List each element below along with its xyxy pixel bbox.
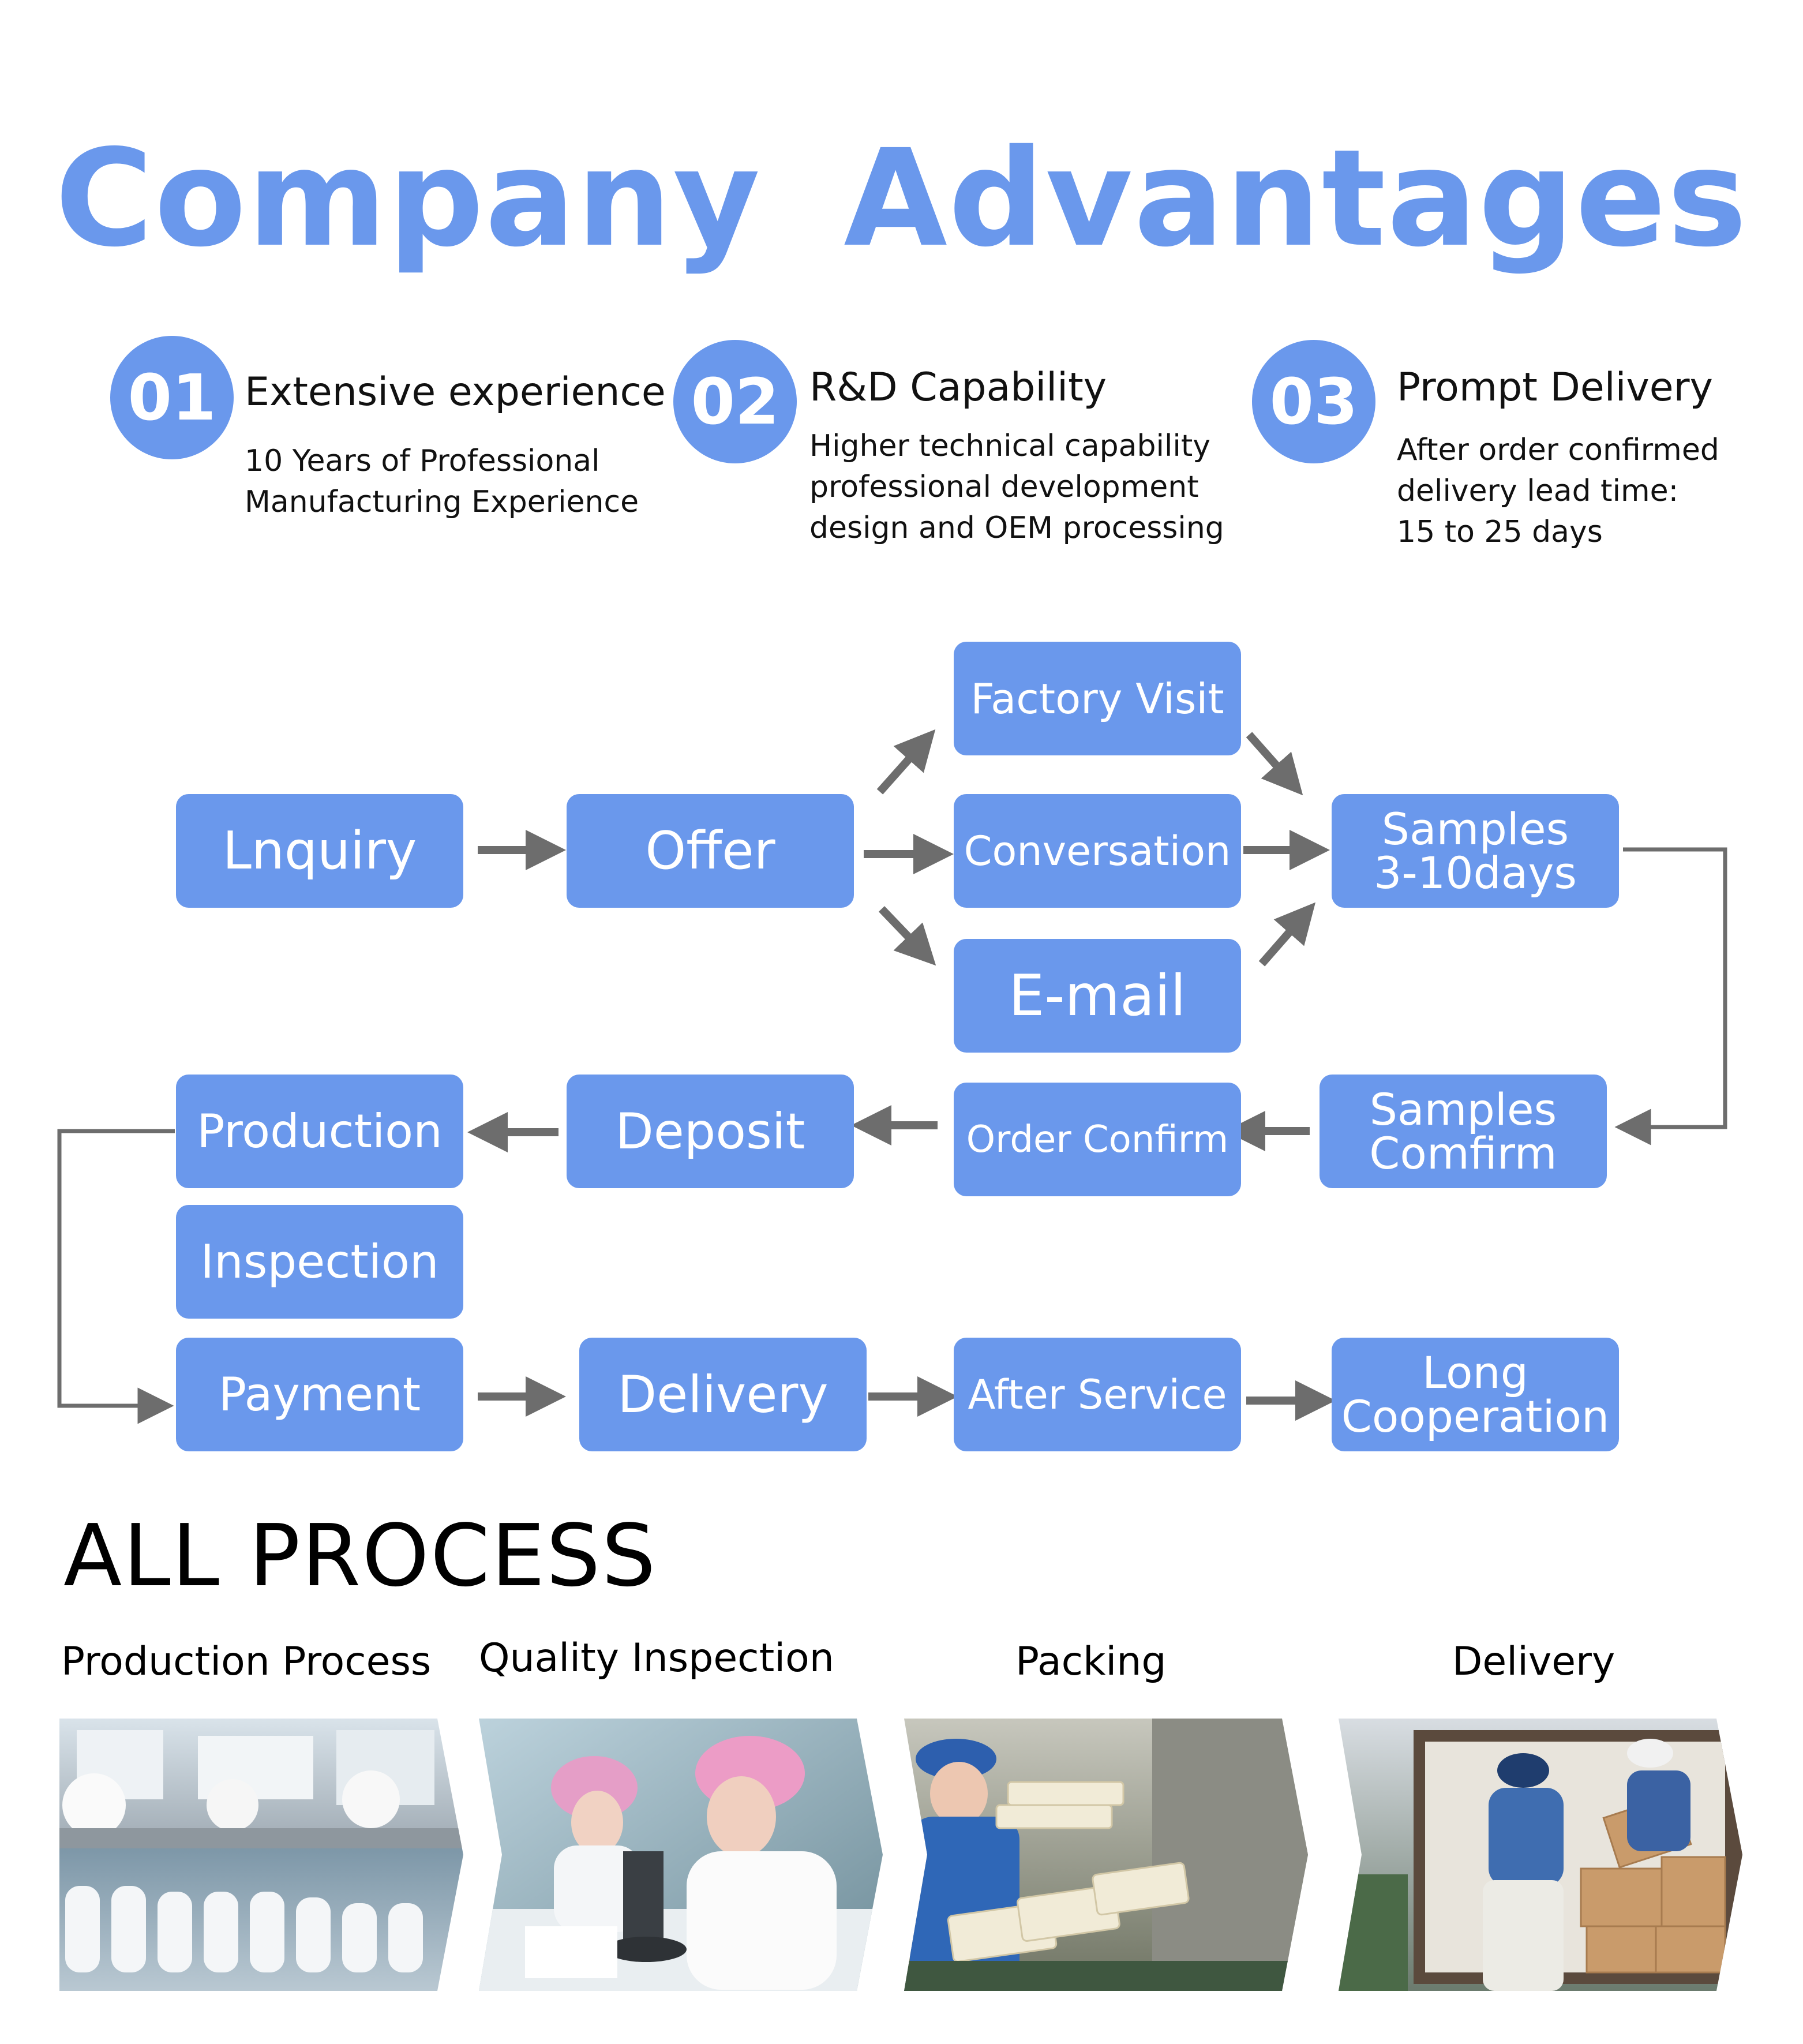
flow-step-after-service: After Service xyxy=(954,1338,1241,1451)
stage-label-delivery: Delivery xyxy=(1452,1639,1615,1684)
flow-step-email: E-mail xyxy=(954,939,1241,1053)
advantage-description-line: Manufacturing Experience xyxy=(245,485,639,519)
flow-step-label: Factory Visit xyxy=(970,674,1224,723)
page-title: Company Advantages xyxy=(55,121,1748,276)
quality-inspection-photo xyxy=(479,1719,883,1991)
stage-label-quality-inspection: Quality Inspection xyxy=(479,1635,834,1681)
all-process-heading: ALL PROCESS xyxy=(63,1506,657,1605)
stage-label-packing: Packing xyxy=(1015,1639,1167,1684)
flow-step-production: Production xyxy=(176,1075,463,1188)
flow-step-label: Offer xyxy=(645,820,775,881)
flow-step-factory-visit: Factory Visit xyxy=(954,642,1241,755)
flow-step-order-confirm: Order Confirm xyxy=(954,1083,1241,1196)
advantage-description-line: delivery lead time: xyxy=(1397,474,1679,508)
flow-arrow xyxy=(1258,902,1316,967)
flow-step-label: Cooperation xyxy=(1341,1390,1610,1442)
flow-step-label: Production xyxy=(197,1104,443,1158)
flow-step-label: After Service xyxy=(968,1371,1227,1418)
flow-step-samples: Samples 3-10days xyxy=(1332,794,1619,908)
advantage-description: 10 Years of Professional Manufacturing E… xyxy=(245,441,639,523)
flow-connector xyxy=(57,1129,175,1424)
advantage-description-line: design and OEM processing xyxy=(809,511,1224,545)
production-process-photo xyxy=(59,1719,463,1991)
flow-step-label: Long xyxy=(1422,1346,1528,1398)
stage-label-production: Production Process xyxy=(61,1639,432,1684)
advantage-number-badge: 03 xyxy=(1252,340,1375,463)
advantage-description-line: After order confirmed xyxy=(1397,433,1719,467)
flow-arrow xyxy=(1246,732,1303,796)
advantage-heading: Extensive experience xyxy=(245,369,666,415)
advantage-description-line: 10 Years of Professional xyxy=(245,444,600,478)
flow-step-label: 3-10days xyxy=(1374,847,1577,899)
flow-step-offer: Offer xyxy=(567,794,854,908)
flow-step-label: Conversation xyxy=(964,827,1231,875)
flow-step-conversation: Conversation xyxy=(954,794,1241,908)
flow-step-delivery: Delivery xyxy=(579,1338,867,1451)
flow-step-label: Comfirm xyxy=(1369,1127,1557,1179)
flow-step-inspection: Inspection xyxy=(176,1205,463,1319)
flow-step-samples-confirm: Samples Comfirm xyxy=(1320,1075,1607,1188)
advantage-description: After order confirmed delivery lead time… xyxy=(1397,430,1719,553)
advantage-description-line: Higher technical capability xyxy=(809,429,1211,463)
advantage-description-line: professional development xyxy=(809,470,1199,504)
flow-step-label: Lnquiry xyxy=(222,820,417,881)
flow-step-payment: Payment xyxy=(176,1338,463,1451)
advantage-heading: Prompt Delivery xyxy=(1397,365,1713,410)
packing-photo xyxy=(904,1719,1308,1991)
flow-step-long-cooperation: Long Cooperation xyxy=(1332,1338,1619,1451)
advantage-heading: R&D Capability xyxy=(809,365,1107,410)
flow-step-label: Payment xyxy=(218,1367,421,1421)
flow-arrow xyxy=(878,906,936,966)
flow-step-label: Delivery xyxy=(617,1364,829,1424)
flow-step-label: Deposit xyxy=(615,1102,805,1160)
flow-connector xyxy=(1614,847,1727,1145)
advantage-number-badge: 02 xyxy=(673,340,797,463)
flow-step-label: Samples xyxy=(1381,803,1569,855)
advantage-description: Higher technical capability professional… xyxy=(809,426,1224,549)
flow-arrow xyxy=(876,729,936,795)
flow-step-inquiry: Lnquiry xyxy=(176,794,463,908)
advantage-description-line: 15 to 25 days xyxy=(1397,515,1603,549)
flow-step-label: Order Confirm xyxy=(966,1118,1229,1161)
flow-step-deposit: Deposit xyxy=(567,1075,854,1188)
flow-step-label: E-mail xyxy=(1009,963,1186,1029)
flow-step-label: Inspection xyxy=(200,1234,439,1289)
advantage-number-badge: 01 xyxy=(110,336,234,459)
flow-step-label: Samples xyxy=(1369,1083,1557,1135)
delivery-photo xyxy=(1339,1719,1742,1991)
